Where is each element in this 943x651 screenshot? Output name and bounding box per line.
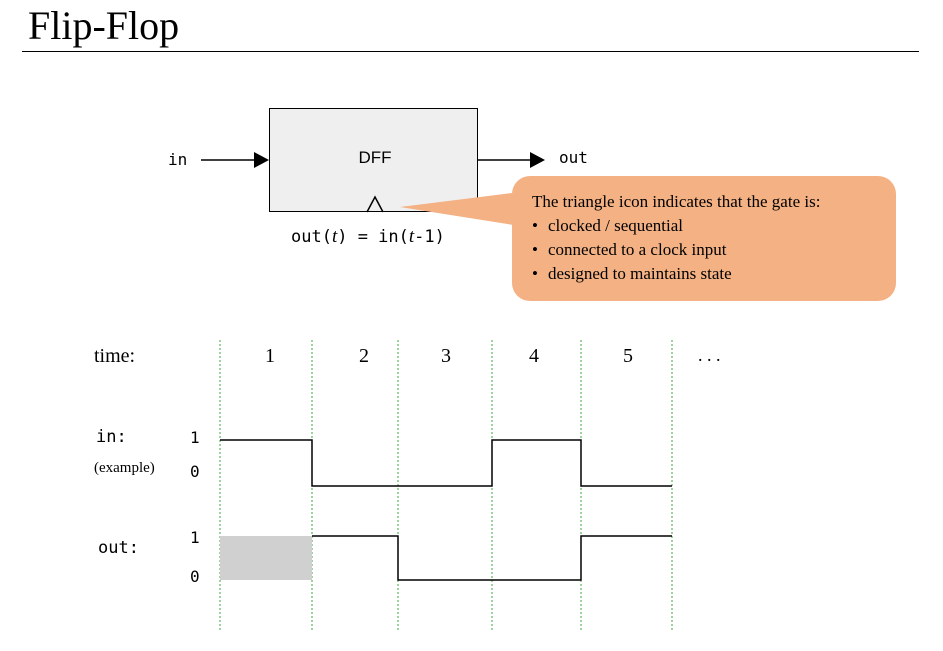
in-signal-waveform: [220, 439, 672, 487]
callout-bullet: designed to maintains state: [532, 262, 820, 286]
time-step-3: 3: [441, 345, 451, 367]
time-ellipsis: . . .: [698, 345, 721, 365]
page-title: Flip-Flop: [28, 3, 180, 48]
time-step-1: 1: [265, 345, 275, 367]
out-signal-unknown-segment: [220, 536, 312, 580]
equation-mid: ) = in(: [337, 227, 409, 247]
out-high-label: 1: [190, 528, 200, 547]
title-divider: [22, 51, 919, 52]
time-step-5: 5: [623, 345, 633, 367]
dff-gate-box: [269, 108, 478, 212]
in-low-label: 0: [190, 462, 200, 481]
callout-text: The triangle icon indicates that the gat…: [532, 190, 820, 286]
out-signal-label: out:: [98, 538, 139, 558]
callout-heading: The triangle icon indicates that the gat…: [532, 192, 821, 211]
time-step-4: 4: [529, 345, 539, 367]
equation-t: t: [331, 226, 338, 247]
out-low-label: 0: [190, 567, 200, 586]
time-step-2: 2: [359, 345, 369, 367]
callout-list: clocked / sequential connected to a cloc…: [532, 214, 820, 286]
equation-out: out(: [291, 227, 332, 247]
gate-output-label: out: [559, 148, 588, 167]
callout-bullet: clocked / sequential: [532, 214, 820, 238]
out-signal-waveform: [312, 535, 672, 581]
gate-equation: out(t) = in(t-1): [291, 226, 445, 248]
callout-bullet: connected to a clock input: [532, 238, 820, 262]
output-arrow-icon: [530, 152, 545, 168]
equation-t2: t: [408, 226, 415, 247]
clock-triangle-icon: [366, 195, 384, 213]
input-arrow-icon: [254, 152, 269, 168]
gate-input-label: in: [168, 150, 188, 169]
in-signal-label: in:: [96, 427, 127, 447]
in-signal-sublabel: (example): [94, 460, 155, 476]
equation-end: -1): [414, 227, 445, 247]
time-label: time:: [94, 345, 136, 367]
in-high-label: 1: [190, 428, 200, 447]
dff-label: DFF: [358, 148, 392, 167]
